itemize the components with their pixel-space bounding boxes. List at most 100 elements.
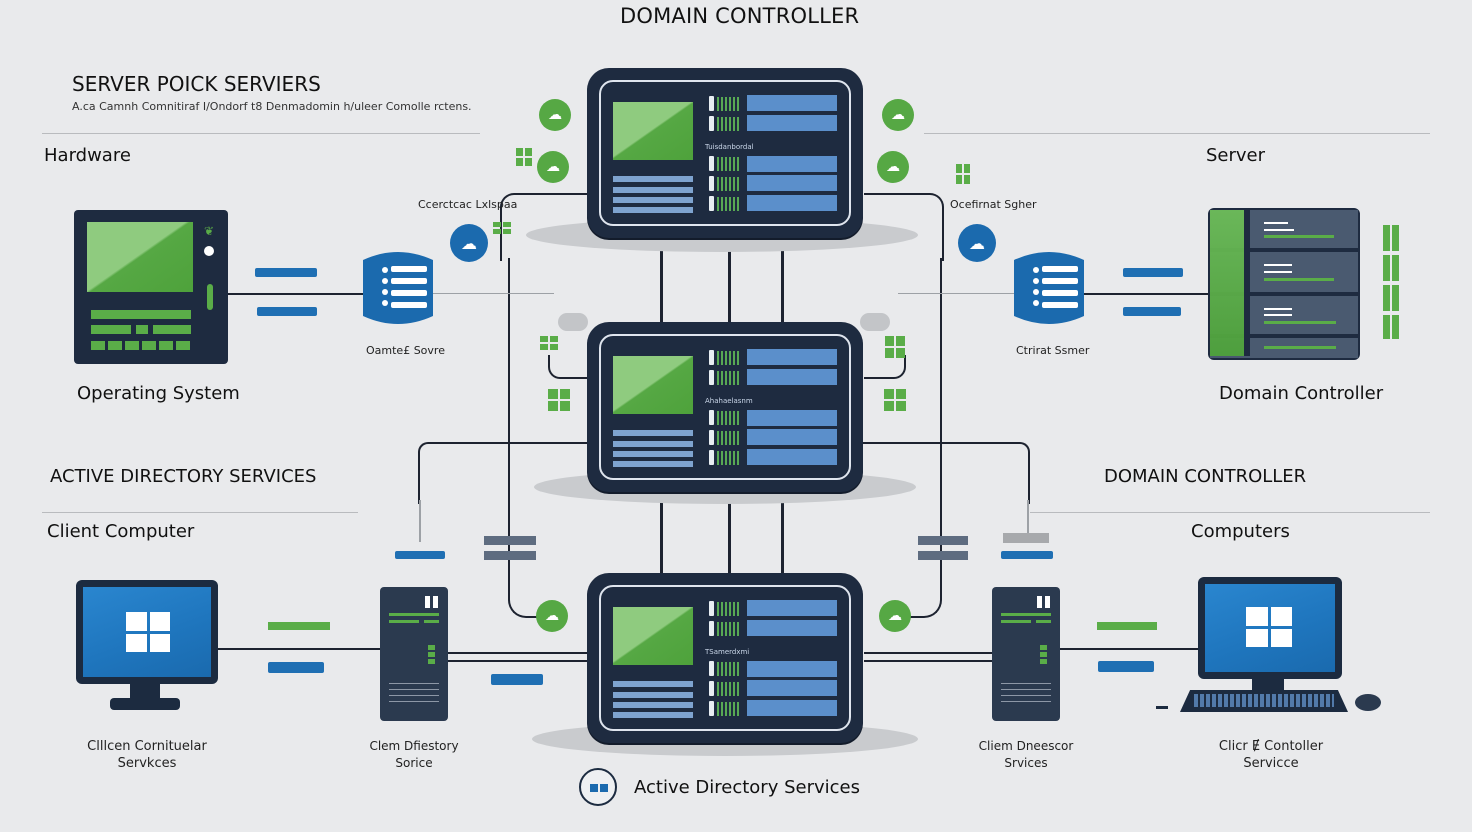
link-dash <box>255 268 317 277</box>
keyboard <box>1180 690 1348 712</box>
middle-domain-controller-panel[interactable]: Ahahaelasnm <box>587 322 863 492</box>
panel-block <box>747 175 837 191</box>
status-leds <box>717 97 741 111</box>
connection-line <box>1084 293 1212 295</box>
tower-vent <box>1001 683 1051 707</box>
link-dash <box>257 307 317 316</box>
panel-bar <box>613 681 693 687</box>
status-switch <box>709 196 714 211</box>
bottom-domain-controller-panel[interactable]: TSamerdxmi <box>587 573 863 743</box>
link-dash <box>1097 622 1157 630</box>
windows-grid-icon <box>548 389 570 411</box>
windows-grid-icon <box>885 336 905 358</box>
status-leds <box>717 197 741 211</box>
server-label: Server <box>1206 145 1266 166</box>
panel-block <box>747 349 837 365</box>
keyboard-row <box>91 325 131 334</box>
mouse <box>1355 694 1381 711</box>
panel-block <box>747 410 837 426</box>
tower-bar <box>1036 620 1051 623</box>
status-leds <box>717 702 741 716</box>
left-database-label: Oamte£ Sovre <box>366 344 445 357</box>
link-dash <box>484 536 536 545</box>
tower-slot <box>1045 596 1050 608</box>
connection-line <box>864 660 992 662</box>
panel-caption: TSamerdxmi <box>705 648 750 656</box>
divider <box>924 133 1430 134</box>
directory-server-tower[interactable] <box>992 587 1060 721</box>
status-switch <box>709 701 714 716</box>
panel-block <box>747 369 837 385</box>
rack-text <box>1264 264 1292 266</box>
leaf-icon: ❦ <box>204 224 215 238</box>
rack-bar <box>1264 346 1336 349</box>
windows-grid-icon <box>884 389 906 411</box>
panel-bar <box>613 461 693 467</box>
link-dash <box>268 662 324 673</box>
divider <box>1030 512 1430 513</box>
status-switch <box>709 410 714 425</box>
status-dot-icon <box>204 246 214 256</box>
connection-line <box>940 258 942 588</box>
rack-text <box>1264 314 1292 316</box>
panel-screen <box>613 102 693 160</box>
directory-services-icon <box>579 768 617 806</box>
tower-led <box>1040 645 1047 665</box>
status-switch <box>709 96 714 111</box>
connection-line <box>500 193 590 261</box>
connection-line <box>864 355 906 379</box>
cloud-icon: ☁ <box>879 600 911 632</box>
monitor-screen <box>1205 584 1335 672</box>
tower-bar <box>389 613 439 616</box>
domain-controller-heading: DOMAIN CONTROLLER <box>1104 466 1307 487</box>
connection-line <box>418 442 590 504</box>
cloud-icon: ☁ <box>537 151 569 183</box>
computers-label: Computers <box>1191 521 1290 542</box>
panel-block <box>747 195 837 211</box>
windows-grid-icon <box>493 222 511 234</box>
right-connector-label: Ocefirnat Sgher <box>950 198 1037 211</box>
directory-server-tower[interactable] <box>380 587 448 721</box>
client-computer-monitor[interactable] <box>1198 577 1342 679</box>
link-dash <box>1001 551 1053 559</box>
link-dash <box>1123 307 1181 316</box>
status-switch <box>709 370 714 385</box>
panel-caption: Ahahaelasnm <box>705 397 753 405</box>
keyboard-row <box>91 310 191 319</box>
left-connector-label: Ccerctcac Lxlspaa <box>418 198 518 211</box>
windows-grid-icon <box>540 336 558 350</box>
status-led-strip <box>1383 225 1399 339</box>
client-computer-monitor[interactable] <box>76 580 218 684</box>
right-database-label: Ctrirat Ssmer <box>1016 344 1090 357</box>
top-domain-controller-panel[interactable]: Tuisdanbordal <box>587 68 863 238</box>
database-icon <box>1014 252 1084 324</box>
windows-logo-icon <box>1246 607 1292 647</box>
panel-screen <box>613 356 693 414</box>
rack-bar <box>1264 321 1336 324</box>
connection-line <box>448 660 588 662</box>
panel-frame <box>599 80 851 226</box>
monitor-screen <box>83 587 211 677</box>
windows-logo-icon <box>126 612 170 652</box>
right-client-label: Clicr Ɇ Contoller Servicce <box>1218 739 1324 771</box>
panel-block <box>747 620 837 636</box>
tower-slot <box>425 596 430 608</box>
status-switch <box>709 176 714 191</box>
status-led <box>207 284 213 310</box>
server-rack[interactable] <box>1208 208 1360 360</box>
tower-bar <box>389 620 419 623</box>
link-dash <box>395 551 445 559</box>
status-leds <box>717 351 741 365</box>
status-leds <box>717 177 741 191</box>
connection-line <box>660 238 663 326</box>
cloud-shape <box>558 313 588 331</box>
hardware-label: Hardware <box>44 145 131 166</box>
cable <box>1156 706 1168 709</box>
tower-slot <box>1037 596 1042 608</box>
panel-caption: Tuisdanbordal <box>705 143 754 151</box>
connection-line <box>548 355 590 379</box>
status-switch <box>709 430 714 445</box>
operating-system-device[interactable]: ❦ <box>74 210 228 364</box>
rack-text <box>1264 308 1292 310</box>
status-leds <box>717 117 741 131</box>
